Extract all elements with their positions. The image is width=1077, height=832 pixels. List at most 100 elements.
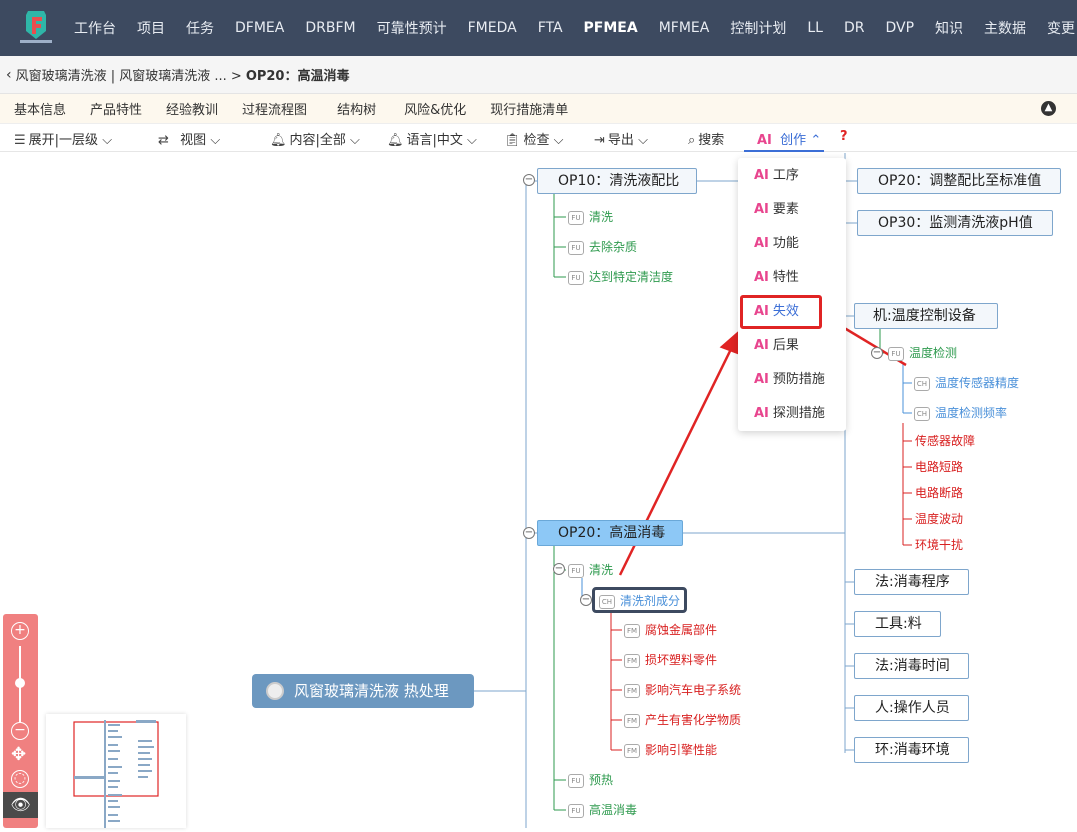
view-label: 视图	[180, 133, 207, 148]
node-op30[interactable]: OP30：监测清洗液pH值	[857, 210, 1053, 236]
collapse-up-icon[interactable]: ▲	[1041, 101, 1056, 116]
failure-item[interactable]: 电路断路	[915, 486, 964, 500]
chevron-up-icon: ⌃	[810, 133, 822, 148]
topnav-item[interactable]: 主数据	[984, 21, 1027, 37]
zoom-slider-handle[interactable]	[15, 678, 25, 688]
minimap[interactable]	[46, 714, 186, 828]
fm-tag: FM	[624, 623, 640, 638]
collapse-toggle-clean[interactable]: −	[553, 563, 565, 575]
topnav-item[interactable]: 工作台	[74, 21, 116, 37]
back-chevron-icon[interactable]: ‹	[6, 66, 12, 83]
tab-structure-tree[interactable]: 结构树	[337, 103, 377, 118]
help-icon[interactable]: ?	[840, 129, 848, 144]
expand-level-dropdown[interactable]: ☰展开|一层级 ⌵	[14, 129, 112, 148]
content-dropdown[interactable]: 🔔︎内容|全部 ⌵	[270, 129, 360, 148]
ai-icon: AI	[754, 202, 769, 217]
search-button[interactable]: ⌕搜索	[688, 129, 724, 148]
collapse-toggle-op10[interactable]: −	[523, 174, 535, 186]
topnav-item[interactable]: 项目	[137, 21, 165, 37]
ch-tag: CH	[914, 376, 930, 391]
node-element[interactable]: 法:消毒时间	[854, 653, 969, 679]
tab-risk-optimization[interactable]: 风险&优化	[404, 103, 467, 118]
topnav-item[interactable]: LL	[807, 20, 823, 36]
collapse-toggle-ch[interactable]: −	[580, 594, 592, 606]
node-op20-adjust[interactable]: OP20：调整配比至标准值	[857, 168, 1061, 194]
tab-lessons-learned[interactable]: 经验教训	[166, 103, 219, 118]
breadcrumb-path[interactable]: 风窗玻璃清洗液 | 风窗玻璃清洗液 ... >	[15, 69, 242, 84]
topnav-item[interactable]: PFMEA	[583, 20, 638, 36]
tab-process-flow[interactable]: 过程流程图	[242, 103, 308, 118]
fu-tag: FU	[568, 210, 584, 225]
export-dropdown[interactable]: ⇥导出 ⌵	[594, 129, 648, 148]
node-op10[interactable]: OP10：清洗液配比	[537, 168, 697, 194]
topnav-item[interactable]: FMEDA	[467, 20, 517, 36]
node-element[interactable]: 环:消毒环境	[854, 737, 969, 763]
failure-mode-label: 产生有害化学物质	[645, 713, 742, 727]
view-dropdown[interactable]: ⇄ 视图 ⌵	[158, 129, 220, 148]
topnav-item[interactable]: 任务	[186, 21, 214, 37]
topnav-item[interactable]: MFMEA	[658, 20, 710, 36]
topnav-item[interactable]: DR	[843, 20, 865, 36]
failure-item[interactable]: 传感器故障	[915, 434, 976, 448]
ai-create-dropdown[interactable]: AI 创作 ⌃	[757, 129, 821, 148]
minimap-preview	[73, 720, 159, 828]
move-icon[interactable]: ✥	[11, 744, 27, 765]
tab-basic-info[interactable]: 基本信息	[14, 103, 67, 118]
language-dropdown[interactable]: 🔔︎语言|中文 ⌵	[387, 129, 477, 148]
node-op20-selected[interactable]: OP20：高温消毒	[537, 520, 683, 546]
root-node[interactable]: 风窗玻璃清洗液 热处理	[252, 674, 474, 708]
node-element[interactable]: 法:消毒程序	[854, 569, 969, 595]
eye-icon[interactable]: 👁︎	[3, 792, 38, 818]
fmeamaster-logo[interactable]	[16, 9, 56, 47]
tab-product-characteristics[interactable]: 产品特性	[90, 103, 143, 118]
topnav-item[interactable]: DVP	[885, 20, 915, 36]
fu-tag: FU	[568, 563, 584, 578]
node-element[interactable]: 人:操作人员	[854, 695, 969, 721]
failure-item[interactable]: 环境干扰	[915, 538, 964, 552]
topnav-item[interactable]: DRBFM	[305, 20, 356, 36]
zoom-in-icon[interactable]: +	[11, 622, 29, 640]
topnav-item[interactable]: 知识	[935, 21, 964, 37]
node-machine[interactable]: 机:温度控制设备	[854, 303, 998, 329]
zoom-out-icon[interactable]: −	[11, 722, 29, 740]
failure-item[interactable]: 温度波动	[915, 512, 964, 526]
topnav-item[interactable]: 可靠性预计	[376, 21, 447, 37]
chevron-down-icon: ⌵	[467, 133, 477, 148]
node-element[interactable]: 工具:料	[854, 611, 941, 637]
center-icon[interactable]: ◌	[11, 770, 29, 788]
collapse-toggle-op20[interactable]: −	[523, 527, 535, 539]
topnav-item[interactable]: 变更	[1047, 21, 1076, 37]
function-item[interactable]: FU 清洗	[568, 562, 613, 578]
collapse-toggle-temp-detect[interactable]: −	[871, 347, 883, 359]
topnav-item[interactable]: 控制计划	[730, 21, 787, 37]
check-dropdown[interactable]: 📋︎检查 ⌵	[504, 129, 564, 148]
failure-item[interactable]: 电路短路	[915, 460, 964, 474]
topnav-item[interactable]: DFMEA	[235, 20, 285, 36]
tab-current-measures[interactable]: 现行措施清单	[490, 103, 569, 118]
function-label: 清洗	[589, 563, 614, 577]
topnav-item[interactable]: FTA	[537, 20, 563, 36]
